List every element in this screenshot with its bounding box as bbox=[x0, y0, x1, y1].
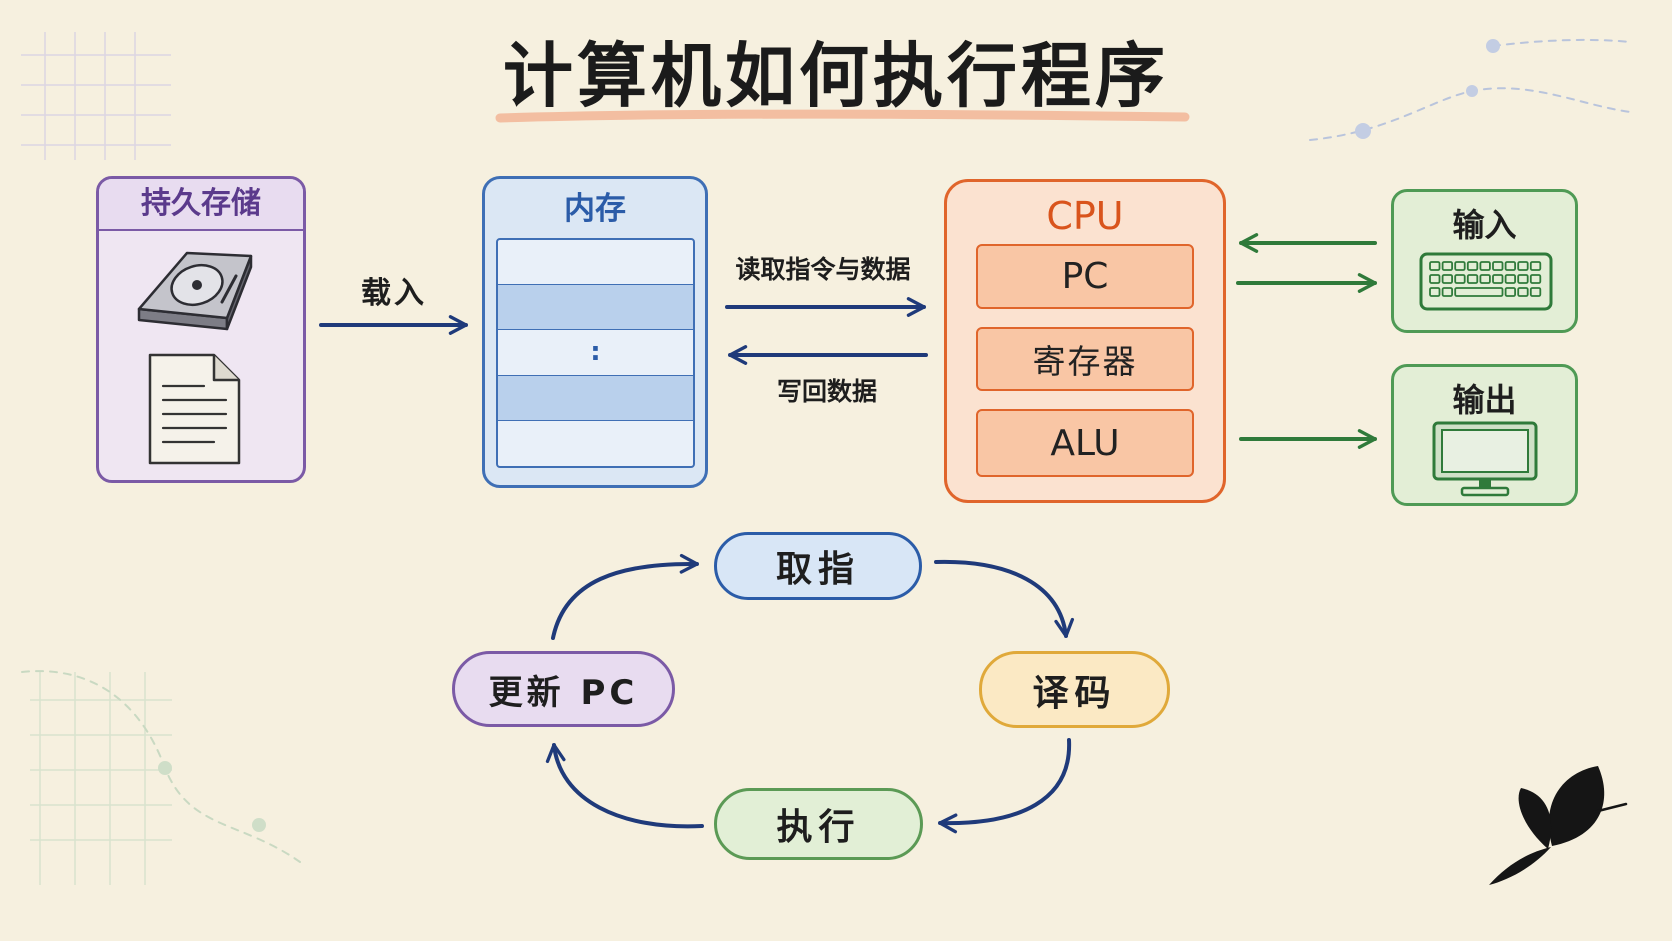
memory-cell bbox=[498, 421, 693, 466]
input-label: 输入 bbox=[1452, 206, 1517, 244]
memory-cell-stack: : bbox=[496, 238, 695, 468]
cpu-unit-alu: ALU bbox=[976, 409, 1194, 477]
cycle-step-update-pc: 更新 PC bbox=[452, 651, 675, 727]
output-label: 输出 bbox=[1452, 381, 1517, 419]
output-device-box: 输出 bbox=[1391, 364, 1578, 506]
cpu-label: CPU bbox=[1046, 194, 1124, 238]
memory-cell bbox=[498, 375, 693, 421]
cpu-box: CPU PC 寄存器 ALU bbox=[944, 179, 1226, 503]
persistent-storage-box: 持久存储 bbox=[96, 176, 306, 483]
write-arrow-label: 写回数据 bbox=[776, 377, 877, 406]
load-arrow-label: 载入 bbox=[361, 276, 427, 311]
cpu-unit-registers: 寄存器 bbox=[976, 327, 1194, 391]
dotted-path-decoration-top-right bbox=[1309, 38, 1631, 141]
persistent-storage-label: 持久存储 bbox=[99, 179, 303, 231]
memory-label: 内存 bbox=[564, 191, 626, 227]
memory-box: 内存 : bbox=[482, 176, 708, 488]
read-arrow-label: 读取指令与数据 bbox=[735, 255, 911, 284]
cpu-unit-pc: PC bbox=[976, 244, 1194, 309]
diagram-title: 计算机如何执行程序 bbox=[503, 35, 1169, 117]
memory-cell bbox=[498, 240, 693, 286]
dotted-path-decoration-bottom-left bbox=[21, 670, 301, 863]
input-device-box: 输入 bbox=[1391, 189, 1578, 333]
grid-decoration-top-left bbox=[21, 32, 171, 160]
cycle-step-decode: 译码 bbox=[979, 651, 1170, 728]
title-underline bbox=[495, 109, 1190, 123]
memory-cell bbox=[498, 285, 693, 331]
memory-cell-ellipsis: : bbox=[498, 330, 693, 376]
cycle-step-fetch: 取指 bbox=[714, 532, 922, 600]
grid-decoration-bottom-left bbox=[30, 672, 172, 885]
cycle-step-execute: 执行 bbox=[714, 788, 923, 860]
